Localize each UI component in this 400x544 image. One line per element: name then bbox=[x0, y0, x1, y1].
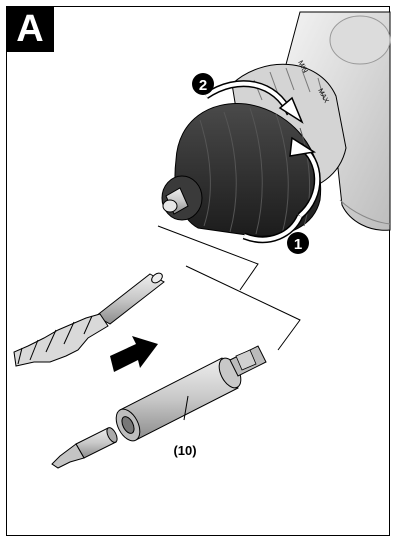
step-marker-1: 1 bbox=[287, 232, 309, 254]
screwdriver-bit bbox=[51, 427, 118, 469]
bit-holder bbox=[115, 345, 267, 442]
bracket-lines bbox=[157, 225, 301, 351]
panel-label: A bbox=[6, 6, 54, 52]
rotation-arrows bbox=[204, 80, 321, 244]
keyless-chuck bbox=[161, 103, 322, 237]
part-label-bit-holder: (10) bbox=[173, 443, 196, 458]
step-marker-2: 2 bbox=[192, 73, 214, 95]
step-number-1: 1 bbox=[294, 236, 302, 253]
drill-bit bbox=[13, 272, 165, 367]
step-number-2: 2 bbox=[199, 77, 207, 94]
insert-direction-arrow bbox=[110, 336, 158, 372]
